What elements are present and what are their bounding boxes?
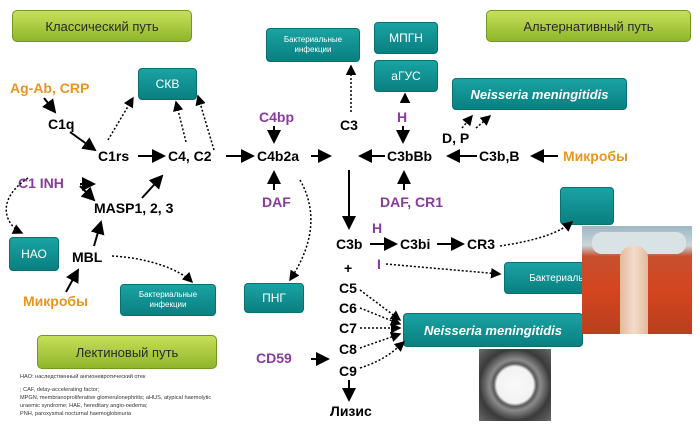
agab-crp-label: Ag-Ab, CRP	[10, 80, 90, 96]
arrow-agab-c1q	[42, 97, 57, 114]
classic-pathway-label: Классический путь	[12, 10, 192, 42]
daf-left-label: DAF	[262, 194, 291, 210]
h-top-label: H	[397, 109, 408, 125]
c4b2a-label: C4b2a	[257, 148, 300, 164]
c8-label: C8	[339, 341, 357, 357]
dotted-mbl-bact	[111, 255, 194, 284]
png-box: ПНГ	[244, 283, 304, 313]
mpgn-box: МПГН	[374, 22, 438, 54]
dotted-c1inh-hao	[5, 177, 29, 234]
h-mid-label: H	[372, 220, 383, 236]
alternative-pathway-label: Альтернативный путь	[486, 10, 691, 42]
i-label: I	[377, 256, 381, 272]
c9-label: C9	[339, 363, 357, 379]
agus-box: аГУС	[374, 60, 438, 92]
empty-teal-box	[560, 187, 614, 225]
footnote-1: НАО: наследственный ангионевротический о…	[20, 374, 146, 380]
c1inh-label: C1 INH	[18, 175, 64, 191]
footnote-5: PNH, paroxysmal nocturnal haemoglobinuri…	[20, 411, 131, 417]
lectin-pathway-label: Лектиновый путь	[37, 335, 217, 369]
cd59-label: CD59	[256, 350, 292, 366]
mbl-label: MBL	[72, 249, 103, 265]
footnote-2: ; CAF, delay-accelerating factor;	[20, 387, 100, 393]
dotted-to-png	[289, 179, 312, 282]
plus-sign: +	[344, 260, 353, 276]
c7-label: C7	[339, 320, 357, 336]
microbes-right-label: Микробы	[563, 148, 628, 164]
dotted-c9-neisseria	[359, 341, 406, 369]
footnote-3: MPGN, membranoproliferative glomerulonep…	[20, 395, 212, 401]
cell-micrograph	[479, 349, 551, 421]
dotted-dp-neisseria-2	[475, 115, 492, 129]
arrow-microbes-mbl	[65, 268, 79, 293]
dotted-c1rs-skv	[107, 96, 134, 141]
footnote-4: uraemic syndrome; HAE, hereditary angio-…	[20, 403, 148, 409]
dotted-c5-neisseria	[359, 289, 402, 321]
c3bb-label: C3b,B	[479, 148, 520, 164]
microbes-left-label: Микробы	[23, 293, 88, 309]
arrow-mbl-masp	[90, 220, 105, 247]
bacterial-infections-left-box: Бактериальные инфекции	[120, 284, 216, 316]
dotted-c6-neisseria	[359, 307, 402, 326]
arrow-c1inh-masp	[79, 185, 96, 202]
neisseria-bottom-box: Neisseria meningitidis	[403, 313, 583, 347]
arrow-masp-c4c2	[141, 174, 164, 199]
dotted-c4c2-skv-2	[195, 94, 215, 151]
neisseria-top-box: Neisseria meningitidis	[452, 78, 627, 110]
c5-label: C5	[339, 280, 357, 296]
hao-box: НАО	[9, 237, 59, 271]
c1rs-label: C1rs	[98, 148, 130, 164]
c4bp-label: C4bp	[259, 109, 294, 125]
c3bi-label: C3bi	[400, 236, 431, 252]
dotted-c4c2-skv	[173, 100, 187, 143]
dotted-cr3-box	[499, 221, 574, 247]
arrow-c1q-c1rs	[69, 131, 97, 152]
c1q-label: C1q	[48, 116, 75, 132]
c3b-label: C3b	[336, 236, 363, 252]
bacteria-photo	[582, 226, 692, 334]
dotted-c8-neisseria	[359, 332, 402, 349]
lysis-label: Лизис	[330, 403, 372, 419]
masp-label: MASP1, 2, 3	[94, 200, 174, 216]
c6-label: C6	[339, 300, 357, 316]
skv-box: СКВ	[138, 68, 197, 100]
daf-cr1-label: DAF, CR1	[380, 194, 444, 210]
dotted-i-bact	[385, 263, 502, 279]
c3-label: C3	[340, 117, 358, 133]
c4-c2-label: C4, C2	[168, 148, 212, 164]
dp-label: D, P	[442, 130, 470, 146]
dotted-dp-neisseria-1	[461, 114, 473, 129]
bacterial-infections-top-box: Бактериальные инфекции	[266, 28, 360, 62]
c3bbb-label: C3bBb	[387, 148, 433, 164]
cr3-label: CR3	[467, 236, 496, 252]
